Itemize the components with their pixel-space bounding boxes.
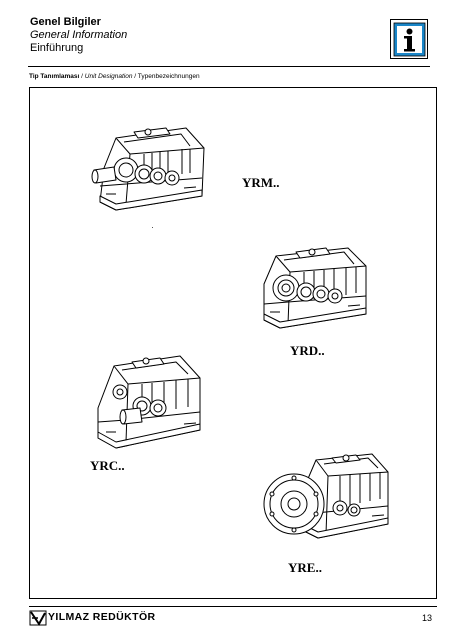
subtitle-separator: / [132,73,138,80]
subtitle-en: Unit Designation [84,73,133,80]
footer-rule [29,606,437,607]
unit-label-yre: YRE.. [288,560,322,575]
header-rule [28,66,430,67]
page-title-tr: Genel Bilgiler [30,16,101,28]
designation-frame [29,87,437,599]
subtitle-de: Typenbezeichnungen [137,73,200,80]
stray-dot [152,227,153,228]
yilmaz-logo-icon [29,610,47,626]
page-number: 13 [422,613,433,623]
gearbox-yre-image [263,453,389,539]
unit-label-yrm: YRM.. [242,175,280,190]
logo-text: YILMAZ REDÜKTÖR [48,611,156,623]
unit-label-yrc: YRC.. [90,458,125,473]
gearbox-yrc-image [97,355,201,449]
gearbox-yrm-image [91,127,205,211]
subtitle: Tip Tanımlaması / Unit Designation / Typ… [29,73,200,80]
info-icon [390,19,428,59]
subtitle-tr: Tip Tanımlaması [29,73,80,80]
unit-label-yrd: YRD.. [290,343,325,358]
page-title-en: General Information [30,29,128,41]
page-title-de: Einführung [30,42,84,54]
subtitle-separator: / [79,73,85,80]
company-logo: YILMAZ REDÜKTÖR [29,609,179,627]
gearbox-yrd-image [263,247,367,329]
